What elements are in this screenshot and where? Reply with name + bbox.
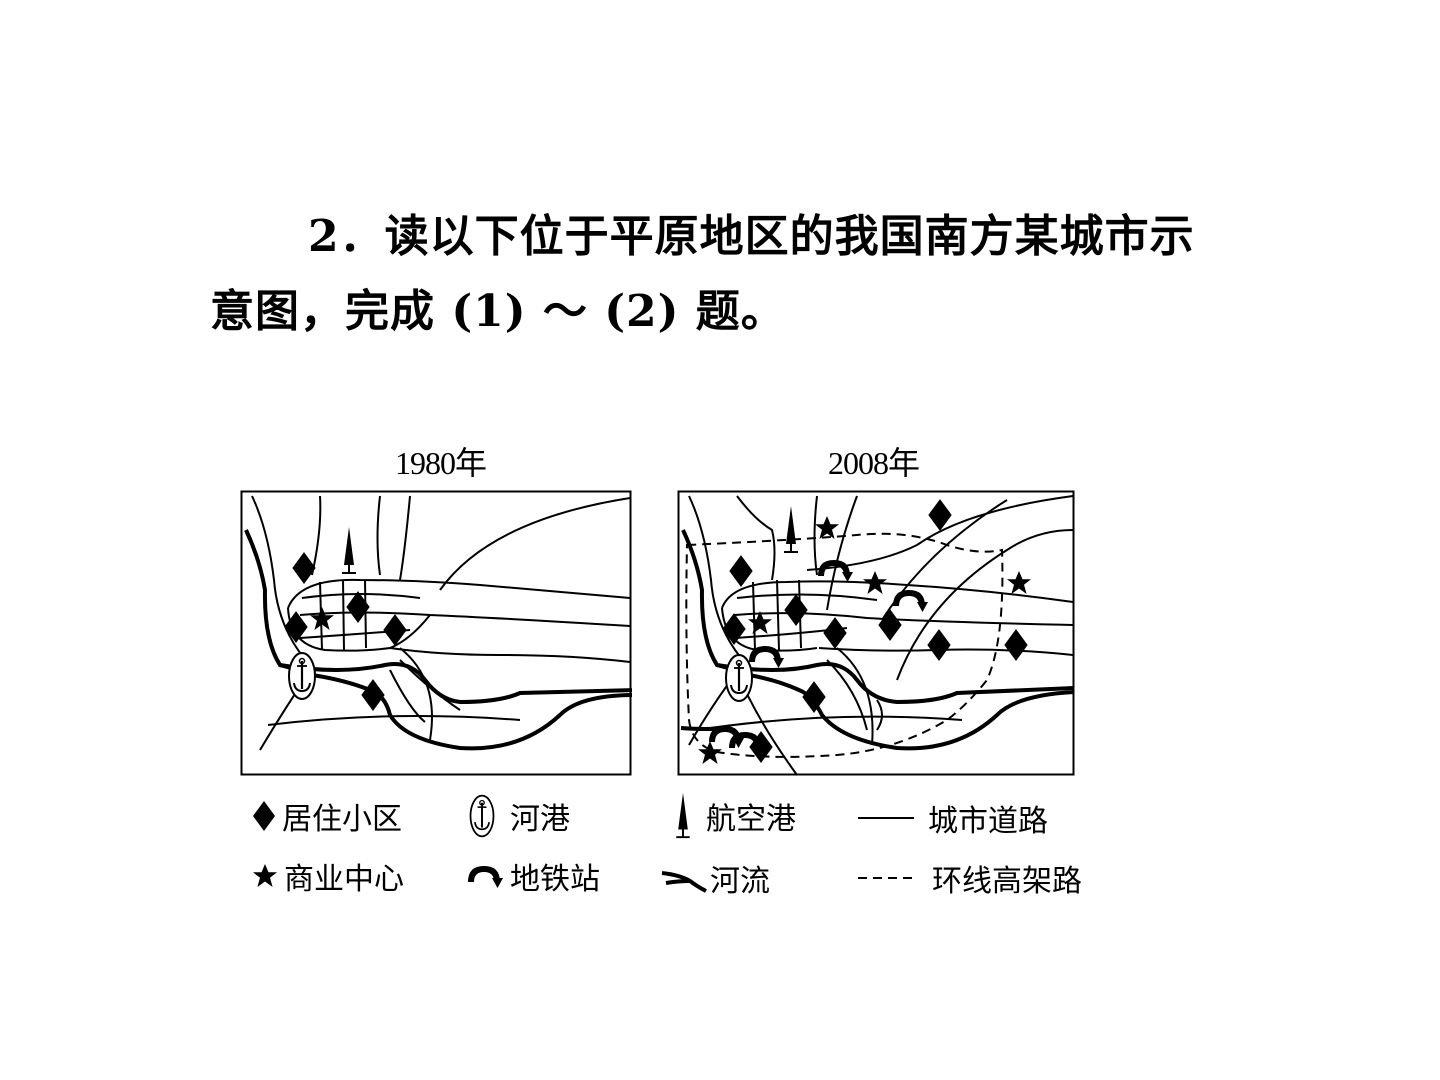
legend-airport-label: 航空港 — [706, 802, 796, 837]
river-port-icon — [469, 794, 495, 838]
metro-icon — [468, 866, 503, 888]
legend-metro: 地铁站 — [464, 856, 600, 897]
legend-ring-road: 环线高架路 — [858, 858, 1082, 899]
legend-river: 河流 — [660, 858, 770, 899]
legend-commercial: 商业中心 — [252, 856, 404, 897]
question-line-2: 意图，完成 (1) ～ (2) 题。 — [210, 286, 786, 337]
legend-ring-road-label: 环线高架路 — [932, 864, 1082, 899]
commercial-icon — [253, 864, 277, 887]
legend-river-label: 河流 — [710, 864, 770, 899]
residential-icon — [253, 801, 275, 831]
legend-river-port: 河港 — [466, 794, 570, 838]
legend-residential-label: 居住小区 — [282, 802, 402, 837]
map-frame — [240, 490, 632, 776]
city-road-line-icon — [858, 817, 914, 819]
legend-river-port-label: 河港 — [510, 802, 570, 837]
map-2008 — [677, 490, 1075, 776]
legend-city-road-label: 城市道路 — [928, 804, 1048, 839]
legend-commercial-label: 商业中心 — [284, 862, 404, 897]
river-line-icon — [661, 871, 707, 893]
legend-airport: 航空港 — [672, 792, 796, 839]
legend-metro-label: 地铁站 — [510, 862, 600, 897]
legend-city-road: 城市道路 — [858, 798, 1048, 839]
map-1980-title: 1980年 — [395, 445, 487, 481]
question-line-1: 2．读以下位于平原地区的我国南方某城市示 — [308, 211, 1195, 262]
river-port-icon — [724, 653, 754, 703]
ring-road-line-icon — [858, 877, 914, 879]
map-2008-title: 2008年 — [828, 445, 920, 481]
legend-residential: 居住小区 — [252, 796, 402, 837]
airport-icon — [676, 792, 690, 839]
river-port-icon — [287, 651, 317, 701]
map-frame — [677, 490, 1075, 776]
map-1980 — [240, 490, 632, 776]
